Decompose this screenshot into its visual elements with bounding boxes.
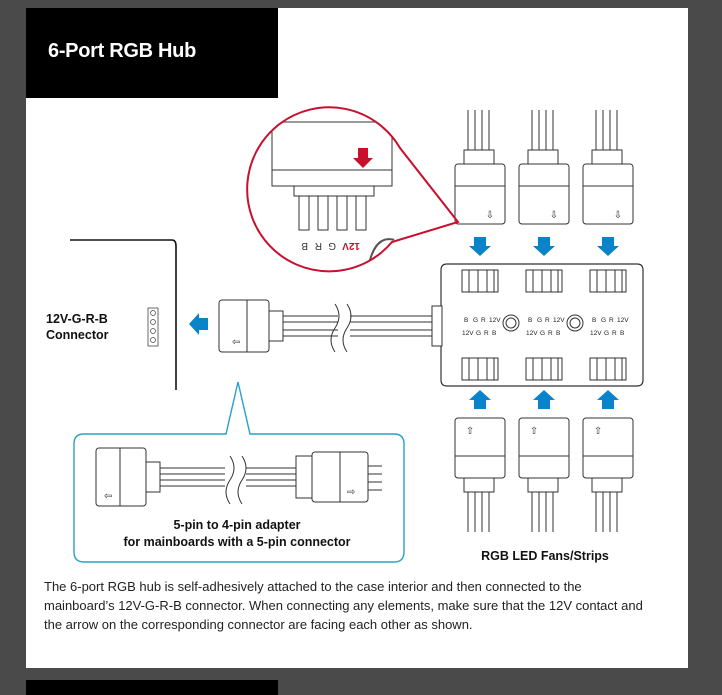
svg-text:12V: 12V	[489, 317, 501, 324]
svg-text:12V: 12V	[617, 317, 629, 324]
svg-text:R: R	[481, 317, 486, 324]
svg-text:G: G	[328, 240, 336, 251]
svg-text:G: G	[540, 330, 545, 337]
fans-label: RGB LED Fans/Strips	[481, 549, 609, 563]
down-arrow-2	[533, 237, 555, 256]
svg-text:G: G	[476, 330, 481, 337]
up-arrow-2	[533, 390, 555, 409]
section-title-bar: 6-Port RGB Hub	[26, 8, 278, 98]
down-arrow-1	[469, 237, 491, 256]
next-section-title-bar	[26, 680, 278, 695]
down-arrow-3	[597, 237, 619, 256]
svg-text:B: B	[492, 330, 496, 337]
svg-text:⇦: ⇦	[232, 337, 240, 348]
fan-plug-bottom-2	[518, 417, 570, 533]
svg-text:12V: 12V	[553, 317, 565, 324]
svg-text:R: R	[548, 330, 553, 337]
page-title: 6-Port RGB Hub	[48, 40, 197, 62]
up-arrow-1	[469, 390, 491, 409]
left-blue-arrow	[189, 313, 208, 335]
svg-text:R: R	[612, 330, 617, 337]
fan-plug-top-1	[454, 109, 506, 225]
rgb-hub-board	[431, 263, 644, 387]
up-arrow-3	[597, 390, 619, 409]
svg-text:G: G	[604, 330, 609, 337]
adapter-callout: ⇦ ⇨	[73, 381, 405, 563]
svg-text:B: B	[301, 240, 308, 251]
hub-label-upper-1: B	[464, 317, 468, 324]
svg-text:G: G	[537, 317, 542, 324]
svg-text:R: R	[315, 240, 322, 251]
svg-text:⇦: ⇦	[104, 491, 112, 502]
connector-label: 12V-G-R-B Connector	[46, 312, 109, 342]
fan-plug-bottom-3	[582, 417, 634, 533]
fan-plug-bottom-1	[454, 417, 506, 533]
hub-pin-labels: B G R 12V 12V G R B B G R 12V 12V G R B …	[462, 317, 629, 337]
svg-text:B: B	[528, 317, 532, 324]
mainboard-connector-icon	[147, 307, 159, 347]
zoom-callout: 12V G R B	[246, 106, 460, 273]
svg-text:R: R	[609, 317, 614, 324]
svg-text:R: R	[484, 330, 489, 337]
svg-text:12V: 12V	[462, 330, 474, 337]
fan-plug-top-3	[582, 109, 634, 225]
case-panel-outline	[70, 239, 177, 390]
fan-plug-top-2	[518, 109, 570, 225]
svg-text:12V: 12V	[590, 330, 602, 337]
svg-text:B: B	[592, 317, 596, 324]
svg-text:12V: 12V	[342, 240, 360, 251]
hub-input-plug: ⇦	[218, 299, 440, 353]
body-paragraph: The 6-port RGB hub is self-adhesively at…	[44, 579, 643, 632]
svg-text:B: B	[556, 330, 560, 337]
svg-text:G: G	[601, 317, 606, 324]
svg-text:12V: 12V	[526, 330, 538, 337]
svg-text:R: R	[545, 317, 550, 324]
svg-text:B: B	[620, 330, 624, 337]
svg-text:⇨: ⇨	[347, 487, 355, 498]
red-arrow-icon	[353, 148, 373, 168]
adapter-label: 5-pin to 4-pin adapter for mainboards wi…	[123, 518, 351, 549]
svg-text:G: G	[473, 317, 478, 324]
